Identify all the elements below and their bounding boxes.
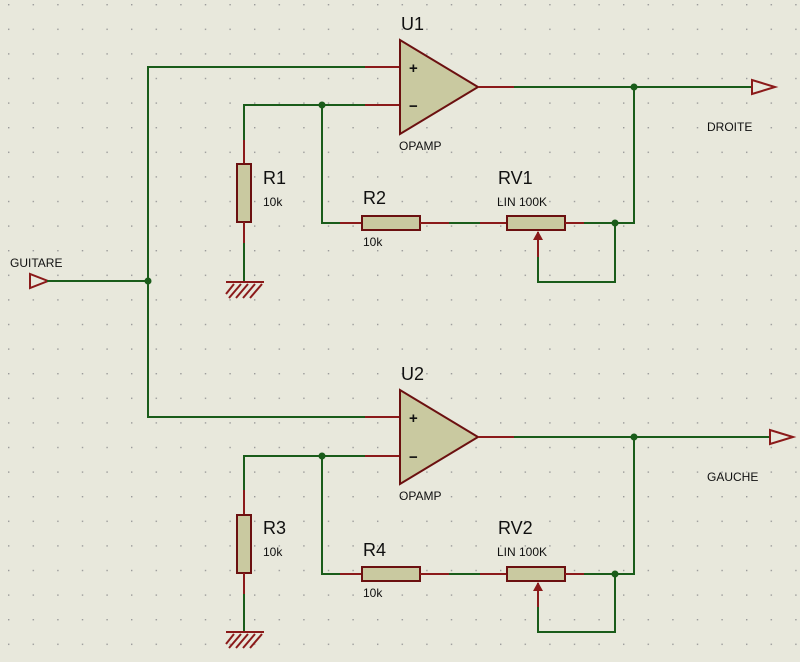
output-terminal-droite[interactable] xyxy=(751,78,779,96)
stage-u2: + − U2 OPAMP GAUCHE R3 10k xyxy=(147,364,797,649)
potentiometer-rv1-ref: RV1 xyxy=(498,168,533,188)
opamp-u1-ref: U1 xyxy=(401,14,424,34)
opamp-u2-ref: U2 xyxy=(401,364,424,384)
potentiometer-rv1[interactable] xyxy=(480,215,585,258)
output-terminal-gauche[interactable] xyxy=(769,428,797,446)
resistor-r1-value: 10k xyxy=(263,195,283,209)
resistor-r4-body xyxy=(361,566,421,582)
resistor-r2-ref: R2 xyxy=(363,188,386,208)
input-terminal-label: GUITARE xyxy=(10,256,62,270)
ground-symbol-2 xyxy=(225,631,264,649)
output-terminal-gauche-label: GAUCHE xyxy=(707,470,758,484)
opamp-u1-body xyxy=(399,38,480,136)
opamp-u2-value: OPAMP xyxy=(399,489,441,503)
potentiometer-rv2-body xyxy=(506,566,566,582)
resistor-r2-value: 10k xyxy=(363,235,383,249)
opamp-u2-plus-sign: + xyxy=(409,410,418,427)
potentiometer-rv2-value: LIN 100K xyxy=(497,545,547,559)
output-terminal-droite-label: DROITE xyxy=(707,120,752,134)
input-terminal-arrow xyxy=(29,272,51,290)
potentiometer-rv1-value: LIN 100K xyxy=(497,195,547,209)
opamp-u2-body xyxy=(399,388,480,486)
opamp-u1[interactable]: + − xyxy=(399,38,480,136)
resistor-r2[interactable] xyxy=(340,215,450,231)
ground-symbol-1 xyxy=(225,281,264,299)
output-terminal-gauche-arrow xyxy=(769,428,797,446)
output-terminal-droite-arrow xyxy=(751,78,779,96)
potentiometer-rv2-wiper-arrow xyxy=(533,582,543,591)
resistor-r1-ref: R1 xyxy=(263,168,286,188)
resistor-r3-ref: R3 xyxy=(263,518,286,538)
junction-rv1 xyxy=(611,219,619,227)
potentiometer-rv1-wiper-arrow xyxy=(533,231,543,240)
resistor-r4-value: 10k xyxy=(363,586,383,600)
input-terminal[interactable] xyxy=(29,272,149,290)
opamp-u2-minus-sign: − xyxy=(409,449,418,466)
resistor-r3-value: 10k xyxy=(263,545,283,559)
resistor-r1-body xyxy=(236,163,252,223)
resistor-r4-ref: R4 xyxy=(363,540,386,560)
opamp-u2[interactable]: + − xyxy=(399,388,480,486)
potentiometer-rv2-ref: RV2 xyxy=(498,518,533,538)
opamp-u1-value: OPAMP xyxy=(399,139,441,153)
resistor-r3[interactable] xyxy=(236,490,252,595)
stage-u1: + − U1 OPAMP DROITE R1 10k xyxy=(147,14,779,299)
resistor-r2-body xyxy=(361,215,421,231)
resistor-r4[interactable] xyxy=(340,566,450,582)
resistor-r1[interactable] xyxy=(236,140,252,244)
potentiometer-rv2[interactable] xyxy=(480,566,585,608)
potentiometer-rv1-body xyxy=(506,215,566,231)
resistor-r3-body xyxy=(236,514,252,574)
junction-input xyxy=(144,277,152,285)
opamp-u1-minus-sign: − xyxy=(409,98,418,115)
junction-rv2 xyxy=(611,570,619,578)
opamp-u1-plus-sign: + xyxy=(409,60,418,77)
